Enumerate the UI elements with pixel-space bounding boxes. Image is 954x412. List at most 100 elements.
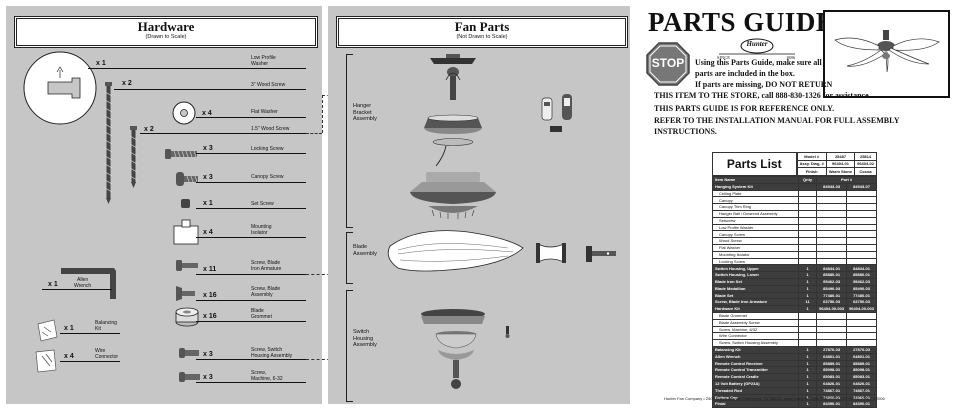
- guide-full-line-1: THIS ITEM TO THE STORE, call 888-830-132…: [654, 91, 871, 100]
- part-name: Remote Control Cradle: [711, 373, 800, 381]
- rule: [196, 274, 306, 275]
- stop-sign: STOP: [646, 42, 690, 86]
- part-number: 85889-01: [846, 359, 877, 368]
- part-name: Allen Wrench: [711, 352, 800, 361]
- label-mounting-isolator: Mounting Isolator: [251, 224, 272, 236]
- head-drawing-b: 96404-02: [854, 159, 877, 169]
- part-qty: [798, 209, 818, 218]
- since-label: SINCE: [717, 55, 731, 60]
- parts-list-colheads: Item Name Qnty Part #: [711, 176, 877, 184]
- part-number: 64801-01: [816, 352, 848, 361]
- table-row: Wood Screw: [711, 237, 877, 245]
- rule: [196, 182, 306, 183]
- part-number: [846, 250, 877, 259]
- part-number: 63750-03: [846, 298, 877, 307]
- canopy-screw-icon: [176, 172, 198, 186]
- qty-mounting-isolator: x 4: [203, 229, 213, 236]
- part-qty: 1: [798, 284, 818, 293]
- blade-grommet-icon: [175, 307, 199, 327]
- rule: [196, 321, 306, 322]
- label-blade-assembly-screw: Screw, Blade Assembly: [251, 286, 281, 298]
- part-number: [816, 332, 848, 341]
- parts-list-table: Item Name Qnty Part # Hanging System Kit…: [711, 176, 877, 409]
- hunter-logo: Hunter SINCE 1886: [707, 38, 807, 60]
- part-qty: 1: [798, 352, 818, 361]
- hardware-subtitle: (Drawn to Scale): [145, 34, 187, 40]
- table-row: Screw, Machine, 6/32: [711, 325, 877, 334]
- hardware-illustrations: [23, 51, 200, 382]
- head-model-b: 25814: [854, 152, 877, 161]
- rule: [60, 361, 120, 362]
- connector-line: [306, 133, 322, 134]
- part-number: [846, 325, 877, 334]
- since-year: 1886: [786, 55, 795, 60]
- part-qty: 1: [798, 379, 818, 388]
- qty-balancing-kit: x 1: [64, 325, 74, 332]
- table-row: Mounting Isolator: [711, 250, 877, 259]
- table-row: Blade Grommet: [711, 311, 877, 320]
- part-name: Locking Screw: [711, 257, 800, 266]
- table-row: Setscrew: [711, 216, 877, 225]
- canopy-icon: [424, 114, 482, 134]
- qty-machine-screw: x 3: [203, 374, 213, 381]
- part-number: [816, 243, 848, 252]
- part-name: Blade Grommet: [711, 311, 800, 320]
- part-name: Threaded Rod: [711, 386, 800, 395]
- part-qty: [798, 203, 818, 211]
- part-number: 77480-01: [846, 291, 877, 300]
- part-qty: 1: [798, 305, 818, 313]
- part-number: 96404-00-003: [846, 305, 877, 313]
- guide-title: PARTS GUIDE: [648, 7, 835, 37]
- part-number: 77480-01: [816, 291, 848, 300]
- ceiling-plate-icon: [430, 54, 476, 64]
- label-locking-screw: Locking Screw: [251, 146, 284, 152]
- qty-canopy-screw: x 3: [203, 174, 213, 181]
- part-qty: [798, 318, 818, 327]
- part-number: 64826-01: [846, 379, 877, 388]
- part-number: [846, 203, 877, 211]
- hardware-header: Hardware (Drawn to Scale): [14, 16, 318, 48]
- part-number: 85880-01: [816, 271, 848, 279]
- part-number: [816, 250, 848, 259]
- guide-line-2: parts are included in the box.: [695, 69, 795, 78]
- qty-switch-housing-screw: x 3: [203, 351, 213, 358]
- table-row: Low Profile Washer: [711, 223, 877, 232]
- rule: [196, 117, 306, 118]
- part-number: 74867-01: [846, 386, 877, 395]
- part-number: 84834-01: [846, 264, 877, 273]
- table-row: Hanger Ball / Downrod Assembly: [711, 209, 877, 218]
- part-name: Hanger Ball / Downrod Assembly: [711, 209, 800, 218]
- part-qty: 1: [798, 277, 818, 286]
- label-switch-housing-screw: Screw, Switch Housing Assembly: [251, 347, 293, 359]
- bracket-hanger: [346, 54, 353, 228]
- part-name: Blade Assembly Screw: [711, 318, 800, 327]
- part-qty: 1: [798, 366, 818, 375]
- blade-iron-screw-icon: [176, 260, 198, 271]
- qty-blade-assembly-screw: x 16: [203, 292, 217, 299]
- part-qty: [798, 250, 818, 259]
- part-number: 85880-01: [846, 271, 877, 279]
- part-number: [846, 216, 877, 225]
- parts-list-title: Parts List: [712, 152, 797, 176]
- part-number: 27870-03: [846, 345, 877, 354]
- part-number: [816, 325, 848, 334]
- part-number: 85889-01: [816, 359, 848, 368]
- part-qty: 11: [798, 298, 818, 307]
- table-row: Canopy Trim Ring: [711, 203, 877, 211]
- label-low-profile-washer: Low Profile Washer: [251, 55, 276, 67]
- part-number: 74867-01: [816, 386, 848, 395]
- connector-line: [322, 95, 323, 133]
- balancing-kit-icon: [37, 319, 58, 342]
- connector-line: [306, 274, 346, 275]
- part-name: Switch Housing, Upper: [711, 264, 800, 273]
- table-row: Wire Connector: [711, 332, 877, 341]
- table-row: Canopy Screw: [711, 230, 877, 239]
- label-machine-screw: Screw, Machine, 6-32: [251, 370, 283, 382]
- part-number: 64826-01: [816, 379, 848, 388]
- part-number: [846, 332, 877, 341]
- set-screw-icon: [181, 199, 190, 208]
- part-qty: [798, 189, 818, 198]
